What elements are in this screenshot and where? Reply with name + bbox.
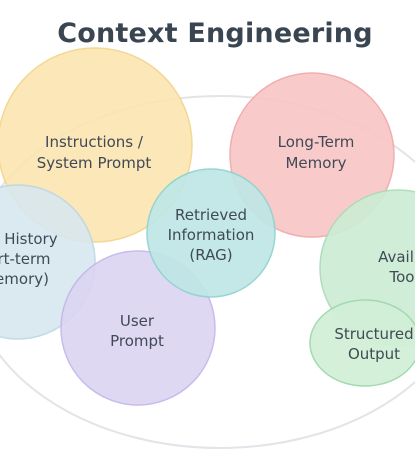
user-label-line1: User: [120, 312, 155, 330]
available-label-line2: Too: [389, 268, 415, 286]
retrieved-label-line2: Information: [168, 226, 255, 244]
available-label-line1: Avail: [378, 248, 414, 266]
retrieved-label-line3: (RAG): [189, 246, 232, 264]
instructions-label-line2: System Prompt: [37, 154, 152, 172]
user-label-line2: Prompt: [110, 332, 164, 350]
bubble-retrieved-information: [146, 168, 276, 298]
bubble-user-prompt: [60, 250, 216, 406]
diagram-title: Context Engineering: [57, 18, 373, 49]
retrieved-label-line1: Retrieved: [175, 206, 247, 224]
bubble-structured-output: [309, 299, 415, 387]
instructions-label-line1: Instructions /: [45, 133, 144, 151]
history-label-line3: emory): [0, 270, 49, 288]
history-label-line2: rt-term: [0, 250, 51, 268]
structured-label-line2: Output: [348, 345, 400, 363]
outer-ring: [0, 95, 415, 449]
bubble-long-term-memory: [229, 72, 395, 238]
long-term-label-line1: Long-Term: [278, 133, 355, 151]
history-label-line1: / History: [0, 230, 58, 248]
structured-label-line1: Structured: [334, 325, 413, 343]
long-term-label-line2: Memory: [285, 154, 346, 172]
